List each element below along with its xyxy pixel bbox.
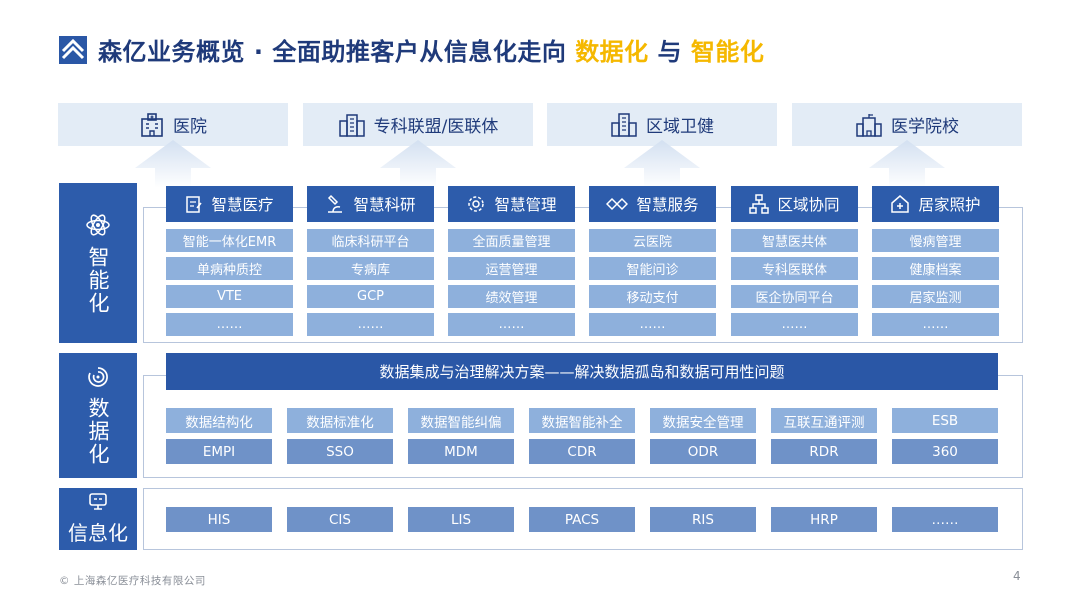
module-smart-service: 智慧服务 bbox=[589, 186, 716, 222]
hospital-icon bbox=[141, 112, 163, 137]
client-alliance: 专科联盟/医联体 bbox=[303, 103, 533, 146]
info-system: PACS bbox=[529, 507, 635, 532]
info-system: …… bbox=[892, 507, 998, 532]
module-cell: GCP bbox=[307, 285, 434, 308]
module-smart-research: 智慧科研 bbox=[307, 186, 434, 222]
module-cell: 居家监测 bbox=[872, 285, 999, 308]
module-smart-management: 智慧管理 bbox=[448, 186, 575, 222]
module-cell: 智能问诊 bbox=[589, 257, 716, 280]
module-cell: 智慧医共体 bbox=[731, 229, 858, 252]
module-cell: …… bbox=[448, 313, 575, 336]
client-medical-school: 医学院校 bbox=[792, 103, 1022, 146]
monitor-icon bbox=[89, 492, 107, 510]
module-cell: …… bbox=[589, 313, 716, 336]
module-cell: 专科医联体 bbox=[731, 257, 858, 280]
client-regional-health: 区域卫健 bbox=[547, 103, 777, 146]
info-system: RIS bbox=[650, 507, 756, 532]
company-logo-icon bbox=[59, 36, 87, 64]
up-arrow-4 bbox=[869, 140, 945, 188]
info-system: LIS bbox=[408, 507, 514, 532]
title-highlight-data: 数据化 bbox=[575, 38, 649, 66]
microscope-icon bbox=[328, 194, 343, 213]
data-platform: EMPI bbox=[166, 439, 272, 464]
data-capability: 互联互通评测 bbox=[771, 408, 877, 433]
building-group-icon bbox=[338, 113, 365, 137]
client-hospital: 医院 bbox=[58, 103, 288, 146]
data-capability: 数据安全管理 bbox=[650, 408, 756, 433]
module-cell: 移动支付 bbox=[589, 285, 716, 308]
org-chart-icon bbox=[749, 194, 770, 214]
up-arrow-1 bbox=[135, 140, 211, 188]
category-info: 信息化 bbox=[59, 488, 137, 550]
home-plus-icon bbox=[891, 195, 910, 213]
title-highlight-smart: 智能化 bbox=[690, 38, 765, 66]
copyright-footer: © 上海森亿医疗科技有限公司 bbox=[59, 575, 206, 587]
module-cell: 单病种质控 bbox=[166, 257, 293, 280]
module-cell: …… bbox=[872, 313, 999, 336]
gear-icon bbox=[468, 196, 485, 212]
module-cell: 医企协同平台 bbox=[731, 285, 858, 308]
page-number: 4 bbox=[1013, 569, 1021, 583]
info-system: HRP bbox=[771, 507, 877, 532]
data-platform: 360 bbox=[892, 439, 998, 464]
data-capability: 数据智能补全 bbox=[529, 408, 635, 433]
category-smart: 智能化 bbox=[59, 183, 137, 343]
data-platform: RDR bbox=[771, 439, 877, 464]
atom-icon bbox=[86, 213, 110, 236]
data-capability: ESB bbox=[892, 408, 998, 433]
module-cell: …… bbox=[307, 313, 434, 336]
module-cell: 绩效管理 bbox=[448, 285, 575, 308]
data-capability: 数据智能纠偏 bbox=[408, 408, 514, 433]
data-capability: 数据标准化 bbox=[287, 408, 393, 433]
module-cell: …… bbox=[731, 313, 858, 336]
module-home-care: 居家照护 bbox=[872, 186, 999, 222]
module-cell: 云医院 bbox=[589, 229, 716, 252]
module-regional-collab: 区域协同 bbox=[731, 186, 858, 222]
info-system: CIS bbox=[287, 507, 393, 532]
module-cell: VTE bbox=[166, 285, 293, 308]
module-cell: 慢病管理 bbox=[872, 229, 999, 252]
data-platform: ODR bbox=[650, 439, 756, 464]
info-system: HIS bbox=[166, 507, 272, 532]
data-platform: MDM bbox=[408, 439, 514, 464]
data-capability: 数据结构化 bbox=[166, 408, 272, 433]
school-icon bbox=[856, 113, 882, 137]
city-buildings-icon bbox=[611, 112, 637, 137]
module-cell: …… bbox=[166, 313, 293, 336]
page-title: 森亿业务概览 · 全面助推客户从信息化走向 数据化 与 智能化 bbox=[98, 38, 765, 66]
handshake-icon bbox=[606, 197, 629, 211]
up-arrow-2 bbox=[380, 140, 456, 188]
data-solution-banner: 数据集成与治理解决方案——解决数据孤岛和数据可用性问题 bbox=[166, 353, 998, 390]
module-cell: 运营管理 bbox=[448, 257, 575, 280]
clipboard-edit-icon bbox=[186, 196, 203, 213]
module-cell: 临床科研平台 bbox=[307, 229, 434, 252]
up-arrow-3 bbox=[624, 140, 700, 188]
data-platform: SSO bbox=[287, 439, 393, 464]
module-cell: 全面质量管理 bbox=[448, 229, 575, 252]
category-data: 数据化 bbox=[59, 353, 137, 478]
data-platform: CDR bbox=[529, 439, 635, 464]
module-smart-medical: 智慧医疗 bbox=[166, 186, 293, 222]
swirl-icon bbox=[88, 367, 108, 387]
module-cell: 专病库 bbox=[307, 257, 434, 280]
module-cell: 健康档案 bbox=[872, 257, 999, 280]
module-cell: 智能一体化EMR bbox=[166, 229, 293, 252]
